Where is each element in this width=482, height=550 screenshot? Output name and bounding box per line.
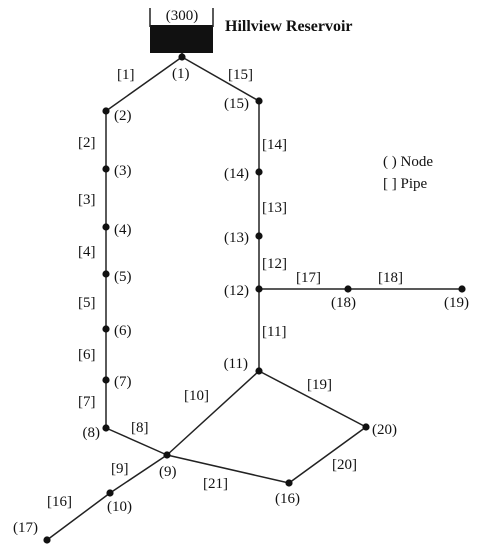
pipe-7-label: [7] <box>78 394 96 410</box>
node-5-label: (5) <box>114 269 132 285</box>
node-1-dot <box>178 53 186 61</box>
pipe-10-label: [10] <box>184 388 209 404</box>
pipe-8-label: [8] <box>131 420 149 436</box>
node-13-label: (13) <box>224 230 249 246</box>
pipe-14-label: [14] <box>262 137 287 153</box>
node-17-label: (17) <box>13 520 38 536</box>
node-4-dot <box>102 223 110 231</box>
pipe-21-line <box>166 454 290 484</box>
pipe-9-line <box>109 454 168 494</box>
pipe-1-line <box>105 56 183 112</box>
node-10-dot <box>106 489 114 497</box>
node-11-label: (11) <box>224 356 248 372</box>
pipe-15-label: [15] <box>228 67 253 83</box>
node-9-label: (9) <box>159 464 177 480</box>
node-15-dot <box>255 97 263 105</box>
pipe-21-label: [21] <box>203 476 228 492</box>
node-2-label: (2) <box>114 108 132 124</box>
node-19-label: (19) <box>444 295 469 311</box>
node-18-label: (18) <box>331 295 356 311</box>
pipe-6-label: [6] <box>78 347 96 363</box>
node-3-dot <box>102 165 110 173</box>
pipe-12-label: [12] <box>262 256 287 272</box>
legend-pipe: [ ] Pipe <box>383 176 428 192</box>
pipe-19-line <box>258 370 367 428</box>
node-5-dot <box>102 270 110 278</box>
node-18-dot <box>344 285 352 293</box>
node-3-label: (3) <box>114 163 132 179</box>
pipe-18-label: [18] <box>378 270 403 286</box>
pipe-3-label: [3] <box>78 192 96 208</box>
node-10-label: (10) <box>107 499 132 515</box>
pipe-1-label: [1] <box>117 67 135 83</box>
node-15-label: (15) <box>224 96 249 112</box>
legend-node: ( ) Node <box>383 154 433 170</box>
node-16-dot <box>285 479 293 487</box>
nodes-group: (1) (2) (3) (4) (5) (6) (7) (8) (9) (10) (11) (12) (… <box>13 53 469 544</box>
node-12-label: (12) <box>224 283 249 299</box>
pipe-13-label: [13] <box>262 200 287 216</box>
node-11-dot <box>255 367 263 375</box>
pipe-19-label: [19] <box>307 377 332 393</box>
pipe-16-label: [16] <box>47 494 72 510</box>
pipe-20-label: [20] <box>332 457 357 473</box>
node-12-dot <box>255 285 263 293</box>
node-14-label: (14) <box>224 166 249 182</box>
pipe-15-line <box>181 56 260 102</box>
node-13-dot <box>255 232 263 240</box>
reservoir-tank <box>150 25 213 53</box>
pipes-group: [1] [2] [3] [4] [5] [6] [7] [8] [9] [10] [11] [12] [… <box>46 56 462 541</box>
node-20-dot <box>362 423 370 431</box>
node-19-dot <box>458 285 466 293</box>
node-8-dot <box>102 424 110 432</box>
node-20-label: (20) <box>372 422 397 438</box>
pipe-4-label: [4] <box>78 244 96 260</box>
pipe-16-line <box>46 492 111 541</box>
pipe-20-line <box>288 426 367 484</box>
node-17-dot <box>43 536 51 544</box>
pipe-9-label: [9] <box>111 461 129 477</box>
pipe-5-label: [5] <box>78 295 96 311</box>
node-14-dot <box>255 168 263 176</box>
node-1-label: (1) <box>172 66 190 82</box>
pipe-11-label: [11] <box>262 324 286 340</box>
node-7-label: (7) <box>114 374 132 390</box>
diagram-title: Hillview Reservoir <box>225 18 353 35</box>
node-6-label: (6) <box>114 323 132 339</box>
pipe-2-label: [2] <box>78 135 96 151</box>
pipe-17-label: [17] <box>296 270 321 286</box>
node-2-dot <box>102 107 110 115</box>
node-9-dot <box>163 451 171 459</box>
pipe-8-line <box>105 427 168 456</box>
reservoir-label: (300) <box>166 8 199 24</box>
node-6-dot <box>102 325 110 333</box>
node-7-dot <box>102 376 110 384</box>
node-4-label: (4) <box>114 222 132 238</box>
node-16-label: (16) <box>275 491 300 507</box>
pipe-10-line <box>166 370 260 456</box>
node-8-label: (8) <box>83 425 101 441</box>
